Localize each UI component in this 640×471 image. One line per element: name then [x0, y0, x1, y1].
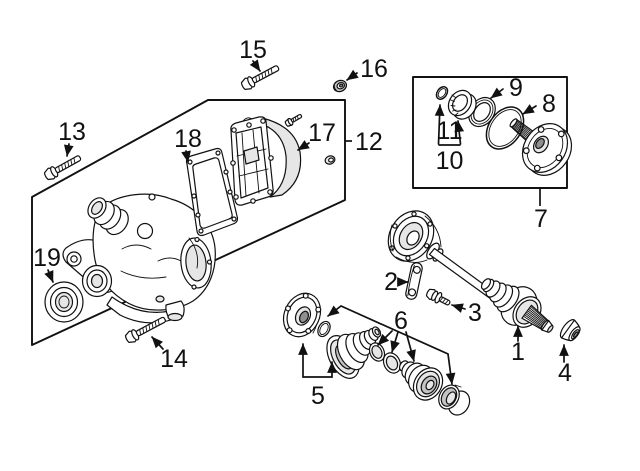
bolt-14 — [124, 316, 166, 344]
callout-line-8 — [522, 104, 537, 115]
kit-7-contents — [435, 86, 573, 176]
callout-label-8: 8 — [542, 90, 556, 118]
callout-label-10: 10 — [436, 147, 464, 175]
callout-label-19: 19 — [33, 244, 61, 272]
callout-label-11: 11 — [437, 117, 463, 145]
callout-line-10a — [434, 104, 445, 145]
differential-housing — [62, 193, 216, 324]
callout-label-13: 13 — [58, 118, 86, 146]
callout-line-17 — [297, 140, 310, 151]
callout-label-1: 1 — [511, 338, 525, 366]
callout-lines — [44, 59, 569, 385]
callout-line-9 — [490, 87, 504, 99]
bolt-15 — [240, 65, 280, 91]
callout-label-7: 7 — [534, 205, 548, 233]
callout-line-18 — [181, 150, 191, 163]
cover-plug — [324, 155, 336, 165]
callout-line-10b — [454, 120, 465, 145]
callout-label-12: 12 — [355, 128, 383, 156]
end-cap — [438, 384, 471, 416]
cover-bolt — [284, 113, 303, 127]
axle-nut — [559, 319, 581, 342]
callout-label-4: 4 — [558, 359, 572, 387]
callout-label-15: 15 — [239, 36, 267, 64]
bolt-3 — [425, 288, 451, 306]
input-snout — [87, 197, 129, 236]
callout-label-3: 3 — [468, 299, 482, 327]
callout-line-15 — [249, 59, 261, 72]
callout-line-16 — [346, 69, 359, 81]
callout-line-13 — [63, 143, 74, 157]
collar-nut-10 — [447, 89, 477, 120]
differential-cover — [230, 116, 302, 206]
output-flange — [509, 118, 573, 176]
inner-boot-kit — [282, 292, 382, 379]
axle-shaft-seal — [44, 281, 84, 323]
output-shaft-assembly — [387, 210, 554, 333]
callout-label-16: 16 — [360, 55, 388, 83]
outer-boot-kit — [368, 342, 471, 416]
callout-label-6: 6 — [394, 307, 408, 335]
o-ring-11 — [435, 86, 449, 100]
callout-label-5: 5 — [311, 382, 325, 410]
callout-labels: 1 2 3 4 5 6 7 8 9 10 11 12 13 14 15 16 1… — [33, 36, 572, 410]
lock-plate — [405, 262, 423, 300]
callout-line-6b — [390, 331, 400, 353]
callout-line-14 — [151, 336, 164, 350]
callout-label-2: 2 — [384, 268, 398, 296]
callout-label-9: 9 — [509, 74, 523, 102]
callout-line-3 — [451, 303, 466, 313]
callout-label-14: 14 — [160, 345, 188, 373]
callout-line-6-link — [327, 305, 456, 385]
callout-label-18: 18 — [174, 125, 202, 153]
bolt-13 — [43, 155, 82, 181]
cap-nut-16 — [332, 79, 348, 93]
callout-label-17: 17 — [308, 119, 336, 147]
callout-line-19 — [44, 269, 54, 283]
